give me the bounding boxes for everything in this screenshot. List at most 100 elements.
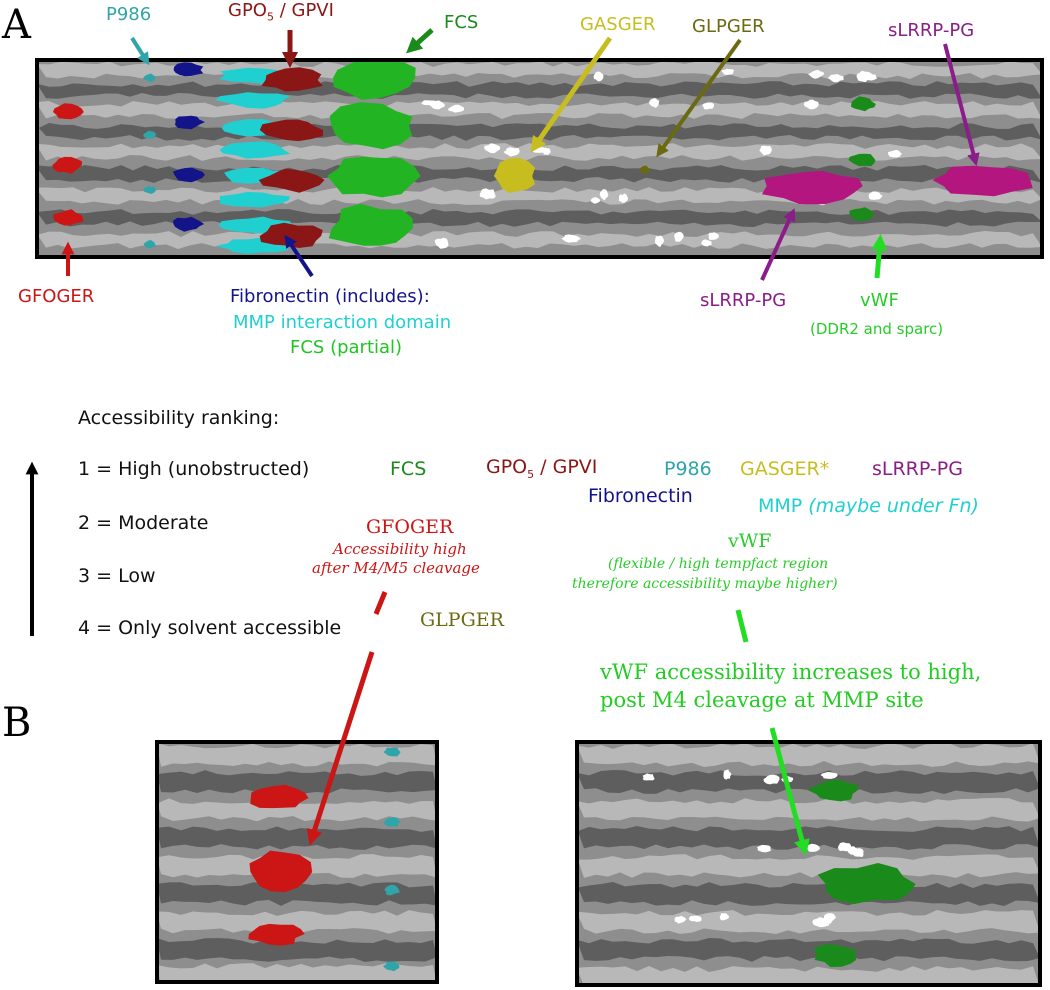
rank-vwf-note-1: (flexible / high tempfact region bbox=[608, 556, 829, 572]
label-mmp-domain: MMP interaction domain bbox=[233, 312, 452, 333]
p986-zoom-patch bbox=[384, 817, 401, 827]
vwf-post-cleavage-line-1: vWF accessibility increases to high, bbox=[600, 660, 982, 684]
zoom-gap bbox=[723, 769, 732, 780]
label-slrrp-bottom: sLRRP-PG bbox=[700, 290, 787, 311]
zoom-left-surface bbox=[157, 743, 437, 982]
fibril-gap bbox=[655, 235, 665, 247]
fibril-gap bbox=[479, 188, 496, 200]
fibril-gap bbox=[887, 149, 902, 158]
fibril-gap bbox=[448, 104, 465, 113]
rank-vwf-note-2: therefore accessibility maybe higher) bbox=[572, 576, 838, 592]
fibril-strand bbox=[37, 101, 1042, 119]
fibril-gap bbox=[648, 98, 660, 108]
gfoger-patch bbox=[53, 103, 84, 120]
label-p986: P986 bbox=[106, 4, 152, 25]
rank-gfoger-note-1: Accessibility high bbox=[333, 540, 467, 558]
zoom-strand bbox=[157, 743, 437, 767]
vwf-patch bbox=[848, 153, 876, 167]
panel-letter-a: A bbox=[2, 2, 31, 48]
fibril-gap bbox=[856, 70, 872, 83]
label-gpo5: GPO5 / GPVI bbox=[228, 0, 334, 24]
zoom-strand bbox=[577, 770, 1040, 794]
fibril-gap bbox=[593, 71, 604, 82]
p986-patch bbox=[143, 73, 156, 83]
fibril-gap bbox=[674, 231, 684, 242]
fcs-patch bbox=[327, 156, 421, 198]
vwf-zoom-patch bbox=[814, 944, 858, 967]
fibril-gap bbox=[434, 237, 449, 249]
fcs-patch bbox=[333, 60, 416, 100]
fibril-gap bbox=[827, 74, 844, 83]
label-glpger: GLPGER bbox=[692, 16, 765, 37]
fibril-gap bbox=[721, 68, 734, 75]
fibronectin-patch bbox=[173, 62, 204, 77]
zoom-strand bbox=[157, 798, 437, 822]
rank-gfoger-note-2: after M4/M5 cleavage bbox=[312, 559, 480, 577]
gpo5-patch bbox=[258, 168, 325, 193]
rank2-mmp: MMP (maybe under Fn) bbox=[758, 495, 979, 517]
label-vwf: vWF bbox=[860, 290, 899, 311]
rank1-p986: P986 bbox=[664, 458, 712, 480]
zoom-gap bbox=[688, 915, 702, 922]
label-slrrp-top: sLRRP-PG bbox=[888, 20, 975, 41]
p986-patch bbox=[143, 186, 157, 194]
p986-zoom-patch bbox=[383, 747, 401, 757]
fibril-gap bbox=[708, 232, 720, 240]
zoom-strand bbox=[577, 854, 1040, 878]
mmp-patch bbox=[219, 192, 290, 208]
p986-zoom-patch bbox=[382, 961, 400, 972]
zoom-strand bbox=[157, 882, 437, 906]
gpo5-patch bbox=[259, 119, 324, 142]
zoom-gap bbox=[851, 848, 864, 857]
fibril-panel-b-left bbox=[155, 740, 439, 984]
p986-patch bbox=[143, 130, 157, 139]
mmp-patch bbox=[215, 92, 291, 109]
label-fcs: FCS bbox=[444, 12, 479, 33]
slrrp-patch bbox=[761, 170, 863, 205]
fibril-gap bbox=[868, 191, 883, 200]
vwf-dash bbox=[735, 609, 749, 643]
zoom-gap bbox=[674, 915, 687, 924]
zoom-strand bbox=[157, 826, 437, 850]
zoom-gap bbox=[763, 774, 780, 785]
fibril-gap bbox=[701, 239, 712, 247]
zoom-gap bbox=[820, 772, 838, 779]
fibril-gap bbox=[618, 193, 628, 203]
rank1-gpo5: GPO5 / GPVI bbox=[486, 456, 598, 481]
zoom-strand bbox=[577, 743, 1040, 767]
fibronectin-patch bbox=[175, 115, 205, 130]
rank-level-4: 4 = Only solvent accessible bbox=[78, 617, 342, 639]
gfoger-patch bbox=[52, 156, 82, 174]
fibril-gap bbox=[803, 99, 819, 110]
fibril-gap bbox=[503, 147, 520, 157]
gasger-patch bbox=[493, 157, 536, 193]
mmp-patch bbox=[219, 141, 291, 159]
zoom-strand bbox=[157, 910, 437, 934]
arrow-vwf-zoom bbox=[769, 727, 810, 856]
fibril-gap bbox=[702, 102, 714, 110]
rank-level-1: 1 = High (unobstructed) bbox=[78, 458, 310, 480]
rank1-fcs: FCS bbox=[390, 458, 427, 480]
zoom-strand bbox=[577, 882, 1040, 906]
rank-gfoger: GFOGER bbox=[366, 516, 454, 538]
p986-zoom-patch bbox=[384, 884, 400, 896]
label-gfoger: GFOGER bbox=[18, 286, 95, 307]
fcs-patch bbox=[328, 203, 413, 246]
ranking-title: Accessibility ranking: bbox=[78, 407, 280, 429]
rank-level-3: 3 = Low bbox=[78, 565, 156, 587]
panel-letter-b: B bbox=[2, 700, 32, 746]
zoom-strand bbox=[577, 910, 1040, 934]
fcs-patch bbox=[329, 102, 413, 150]
zoom-gap bbox=[812, 917, 830, 928]
zoom-strand bbox=[577, 798, 1040, 822]
label-fibronectin: Fibronectin (includes): bbox=[230, 286, 430, 307]
rank1-slrrp: sLRRP-PG bbox=[872, 458, 963, 480]
gfoger-patch bbox=[53, 209, 84, 226]
arrow-gfoger-zoom bbox=[306, 651, 375, 846]
zoom-left-frame bbox=[155, 740, 439, 984]
fibronectin-patch bbox=[172, 167, 205, 183]
fibril-panel-a bbox=[35, 58, 1044, 259]
rank-glpger: GLPGER bbox=[420, 609, 504, 631]
fibril-gap bbox=[561, 234, 581, 243]
